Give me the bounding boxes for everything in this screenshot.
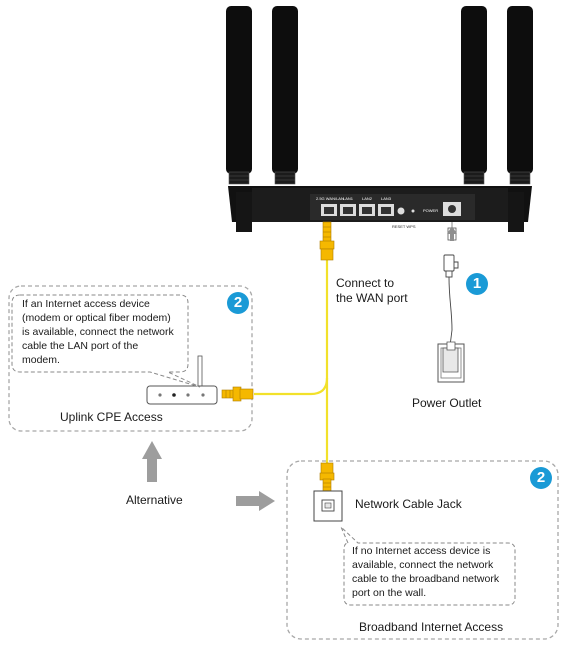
power-outlet-icon [437,341,465,383]
uplink-note-line-4: cable the LAN port of the [22,340,139,352]
broadband-note-line-4: port on the wall. [352,587,427,599]
wan-cable-connector-icon [319,221,335,261]
uplink-note-line-1: If an Internet access device [22,298,150,310]
antenna-group [226,6,533,174]
alternative-right-arrow-icon [236,491,275,511]
wan-port-label: 2.5G WAN/LAN [316,196,344,201]
broadband-note-line-3: cable to the broadband network [352,573,500,585]
antenna-icon [272,6,298,174]
wan-connect-label-line2: the WAN port [336,291,408,305]
modem-cable-connector-icon [221,386,254,402]
reset-label: RESET WPS [392,224,416,229]
lan2-port-label: LAN2 [362,196,373,201]
power-outlet-label: Power Outlet [412,396,482,410]
lan1-port-label: LAN1 [343,196,354,201]
router-icon [228,186,532,232]
power-arrow-icon [447,226,457,241]
power-adapter-icon [443,254,459,347]
uplink-title: Uplink CPE Access [60,410,163,424]
broadband-note-line-1: If no Internet access device is [352,545,491,557]
broadband-note-callout [340,526,516,606]
broadband-note-line-2: available, connect the network [352,559,494,571]
uplink-region-border [8,285,253,432]
uplink-note-line-5: modem. [22,354,60,366]
step-1-badge: 1 [466,273,488,295]
uplink-step-2-badge: 2 [227,292,249,314]
network-cable-jack-label: Network Cable Jack [355,497,462,511]
uplink-note-line-3: is available, connect the network [22,326,174,338]
power-port-label: POWER [423,208,439,213]
uplink-note-line-2: (modem or optical fiber modem) [22,312,171,324]
network-cable [254,258,329,468]
broadband-region-border [286,460,559,640]
antenna-icon [461,6,487,174]
broadband-title: Broadband Internet Access [359,620,504,634]
modem-icon [146,355,218,405]
wan-connect-label-line1: Connect to [336,276,395,290]
antenna-hinges [228,171,531,185]
jack-cable-connector-icon [319,462,335,492]
lan3-port-label: LAN3 [381,196,392,201]
alternative-label: Alternative [126,493,183,507]
reset-button [397,207,405,215]
alternative-up-arrow-icon [142,441,162,482]
antenna-icon [507,6,533,174]
network-cable-jack-icon [313,490,343,522]
broadband-step-2-badge: 2 [530,467,552,489]
uplink-note-callout [11,294,201,388]
antenna-icon [226,6,252,174]
